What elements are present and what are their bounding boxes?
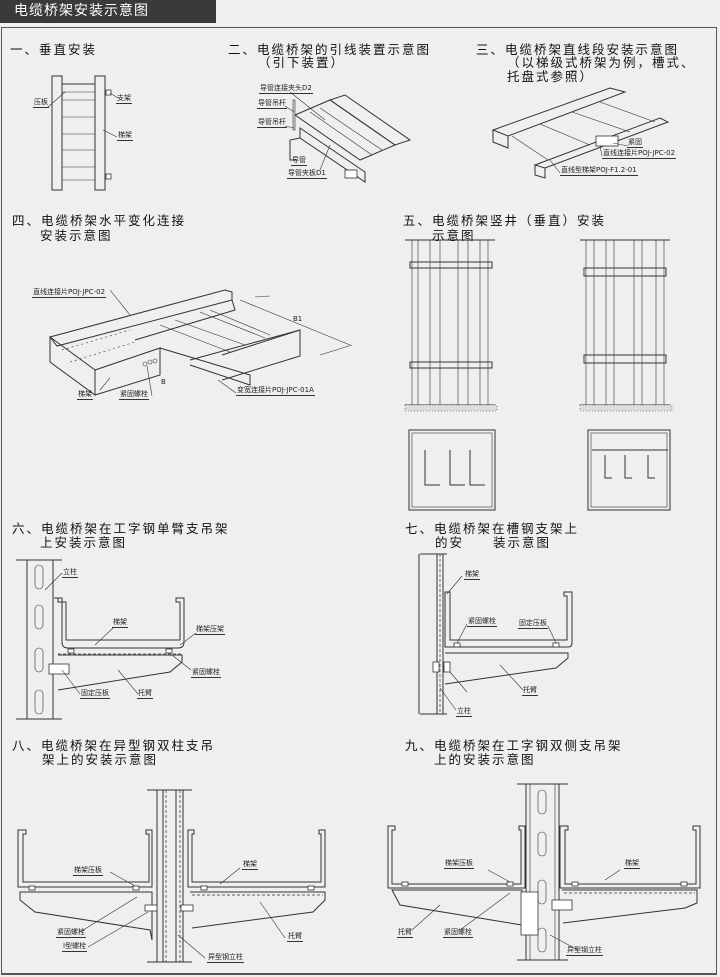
label-fastening-bolt: 紧固螺栓 bbox=[443, 928, 473, 938]
label-support-arm: 托臂 bbox=[137, 689, 153, 699]
figure-1-vertical-ladder bbox=[47, 75, 119, 191]
label-column: 立柱 bbox=[62, 568, 78, 578]
label-fastening-bolt: 紧固螺栓 bbox=[119, 390, 149, 400]
page-frame bbox=[1, 27, 717, 975]
label-straight-connector: 直线连接片POJ-JPC-02 bbox=[32, 288, 107, 298]
label-ladder: 梯架 bbox=[112, 618, 128, 628]
label-support-arm: 托臂 bbox=[397, 928, 413, 938]
section-1-title: 一、垂直安装 bbox=[10, 42, 98, 57]
section-3-subtitle-2: 托盘式参照） bbox=[507, 69, 595, 84]
section-2-title: 二、电缆桥架的引线装置示意图 bbox=[228, 42, 432, 57]
label-fastening-bolt: 紧固螺栓 bbox=[467, 617, 497, 627]
label-ladder: 梯架 bbox=[624, 859, 640, 869]
section-3-subtitle: （以梯级式桥架为例，槽式、 bbox=[507, 55, 696, 70]
label-straight-ladder: 直线型梯架POJ-F1.2-01 bbox=[560, 166, 638, 176]
label-width-change-connector: 变宽连接片POJ-JPC-01A bbox=[236, 386, 315, 396]
section-6-subtitle: 上安装示意图 bbox=[40, 535, 128, 550]
section-5-title: 五、电缆桥架竖井（垂直）安装 bbox=[403, 213, 607, 228]
section-3-title: 三、电缆桥架直线段安装示意图 bbox=[476, 42, 680, 57]
label-fixing-plate: 固定压板 bbox=[518, 619, 548, 629]
label-b: B bbox=[161, 378, 166, 386]
label-support-arm: 托臂 bbox=[287, 932, 303, 942]
label-i-bolt: I型螺栓 bbox=[62, 942, 88, 952]
label-ladder: 梯架 bbox=[464, 570, 480, 580]
label-ladder-pressure-plate: 梯架压板 bbox=[444, 859, 474, 869]
label-bracket: 支架 bbox=[116, 94, 132, 104]
section-4-subtitle: 安装示意图 bbox=[40, 228, 113, 243]
section-9-title: 九、电缆桥架在工字钢双侧支吊架 bbox=[405, 738, 623, 753]
label-ladder: 梯架 bbox=[242, 860, 258, 870]
section-7-title: 七、电缆桥架在槽钢支架上 bbox=[405, 521, 580, 536]
section-2-subtitle: （引下装置） bbox=[258, 55, 346, 70]
label-straight-connector: 直线连接片POJ-JPC-02 bbox=[602, 149, 677, 159]
section-9-subtitle: 上的安装示意图 bbox=[434, 752, 536, 767]
label-conduit-clamp-d2: 导管连接夹头D2 bbox=[259, 84, 313, 94]
label-b1: B1 bbox=[293, 315, 303, 323]
label-ladder: 梯架 bbox=[117, 131, 133, 141]
label-support-arm: 托臂 bbox=[522, 686, 538, 696]
label-conduit-plate-d1: 导管夹板D1 bbox=[287, 169, 327, 179]
label-conduit: 导管 bbox=[291, 156, 307, 166]
figure-7-channel-steel-bracket bbox=[418, 553, 573, 715]
label-conduit-rod: 导管吊杆 bbox=[257, 99, 287, 109]
label-column: 立柱 bbox=[456, 707, 472, 717]
figure-4-width-change bbox=[49, 289, 353, 397]
label-profiled-steel-column: 异型钢立柱 bbox=[566, 946, 603, 956]
label-profiled-steel-column: 异型钢立柱 bbox=[207, 953, 244, 963]
figure-2-lead-out-device bbox=[284, 91, 412, 183]
section-8-subtitle: 架上的安装示意图 bbox=[42, 752, 159, 767]
label-ladder: 梯架 bbox=[77, 390, 93, 400]
section-5-subtitle: 示意图 bbox=[432, 228, 476, 243]
label-ladder-clamp: 梯架压架 bbox=[195, 625, 225, 635]
label-conduit-rod-2: 导管吊杆 bbox=[257, 118, 287, 128]
figure-5-shaft-installation bbox=[404, 239, 673, 511]
section-6-title: 六、电缆桥架在工字钢单臂支吊架 bbox=[12, 521, 230, 536]
label-fixing-plate: 固定压板 bbox=[80, 689, 110, 699]
section-4-title: 四、电缆桥架水平变化连接 bbox=[12, 213, 187, 228]
label-fastening-bolt: 紧固螺栓 bbox=[56, 928, 86, 938]
label-pressure-plate: 压板 bbox=[33, 98, 49, 108]
figure-3-straight-ladder bbox=[491, 87, 670, 179]
figure-6-single-arm-bracket bbox=[16, 559, 197, 720]
section-7-subtitle: 的安 装示意图 bbox=[435, 535, 552, 550]
figure-8-twin-column-bracket bbox=[17, 789, 326, 963]
section-8-title: 八、电缆桥架在异型钢双柱支吊 bbox=[12, 738, 216, 753]
label-fastening-bolt: 紧固螺栓 bbox=[191, 668, 221, 678]
page-header-tab: 电缆桥架安装示意图 bbox=[0, 0, 216, 23]
label-ladder-pressure-plate: 梯架压板 bbox=[73, 866, 103, 876]
label-fastening: 紧固 bbox=[627, 138, 643, 148]
figure-9-double-sided-bracket bbox=[387, 783, 701, 961]
